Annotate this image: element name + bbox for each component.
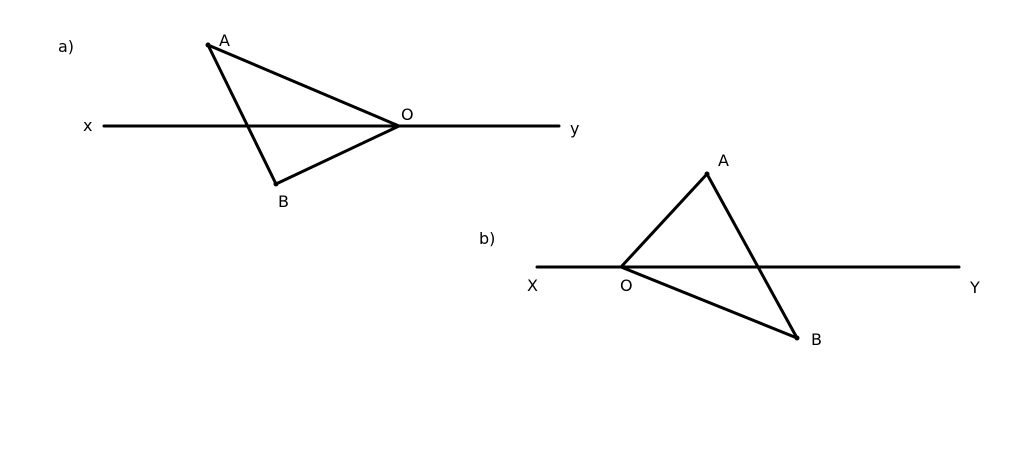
figure-b-point-b (794, 335, 800, 341)
figure-a-point-a (205, 42, 211, 48)
figure-a-caption: a) (58, 37, 74, 56)
figure-a-label-y: y (570, 119, 579, 138)
figure-a-label-a: A (219, 31, 230, 50)
figure-b-label-x: X (527, 276, 538, 295)
figure-a-segment-bo (274, 124, 401, 186)
figure-b-label-o: O (620, 276, 633, 295)
figure-a-label-o: O (401, 105, 414, 124)
figure-b-label-b: B (811, 330, 822, 349)
figure-a-segment-ao (206, 43, 401, 128)
figure-b-segment-ab (705, 172, 799, 340)
figure-a-segment-ab (206, 43, 278, 186)
figure-a-label-b: B (278, 192, 289, 211)
figure-b: b) X Y A B O (479, 151, 980, 349)
figure-b-segment-oa (619, 172, 709, 269)
figure-b-label-y: Y (969, 278, 980, 297)
figure-b-caption: b) (479, 229, 495, 248)
figure-a-label-x: x (83, 116, 92, 135)
figure-b-point-a (704, 171, 710, 177)
figure-a: a) x y A B O (58, 31, 579, 211)
figure-b-label-a: A (718, 151, 729, 170)
figure-b-segment-ob (619, 265, 799, 340)
figure-a-point-b (273, 181, 279, 187)
